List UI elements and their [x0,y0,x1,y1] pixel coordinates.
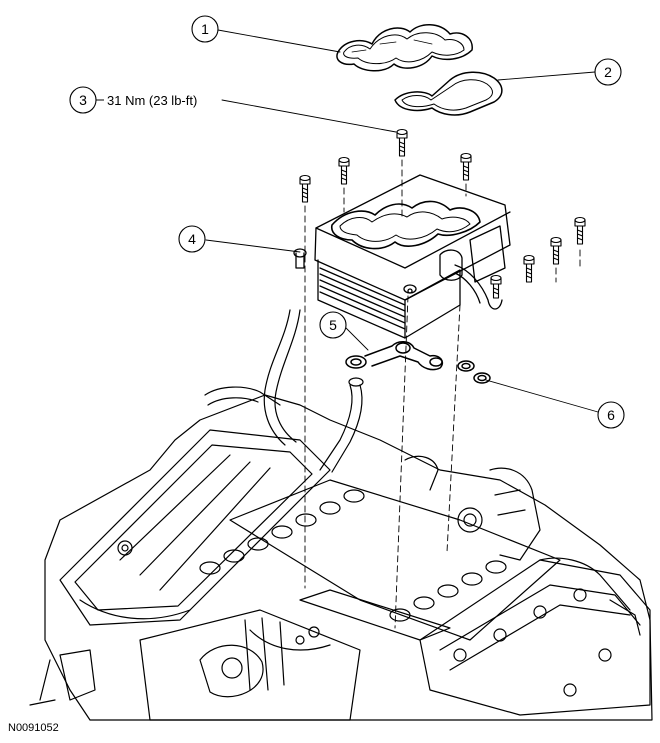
svg-text:5: 5 [329,317,337,333]
callout-2: 2 [594,58,622,86]
svg-text:4: 4 [188,231,196,247]
torque-spec: 31 Nm (23 lb-ft) [107,93,197,108]
callout-4: 4 [178,225,206,253]
mounting-bolts [299,128,586,299]
callout-6: 6 [597,401,625,429]
svg-text:6: 6 [607,407,615,423]
gasket-5 [345,341,444,371]
svg-text:2: 2 [604,64,612,80]
gasket-6 [457,360,491,384]
callout-3: 3 31 Nm (23 lb-ft) [69,86,197,114]
figure-id: N0091052 [8,722,59,734]
engine-block [29,309,653,721]
alignment-lines [304,159,581,629]
oil-cooler-assembly [293,174,511,339]
callout-1: 1 [191,15,219,43]
svg-text:1: 1 [201,21,209,37]
gasket-2 [394,71,503,116]
svg-text:3: 3 [79,92,87,108]
gasket-1 [336,24,473,72]
leader-lines [205,29,599,413]
callout-5: 5 [319,311,347,339]
